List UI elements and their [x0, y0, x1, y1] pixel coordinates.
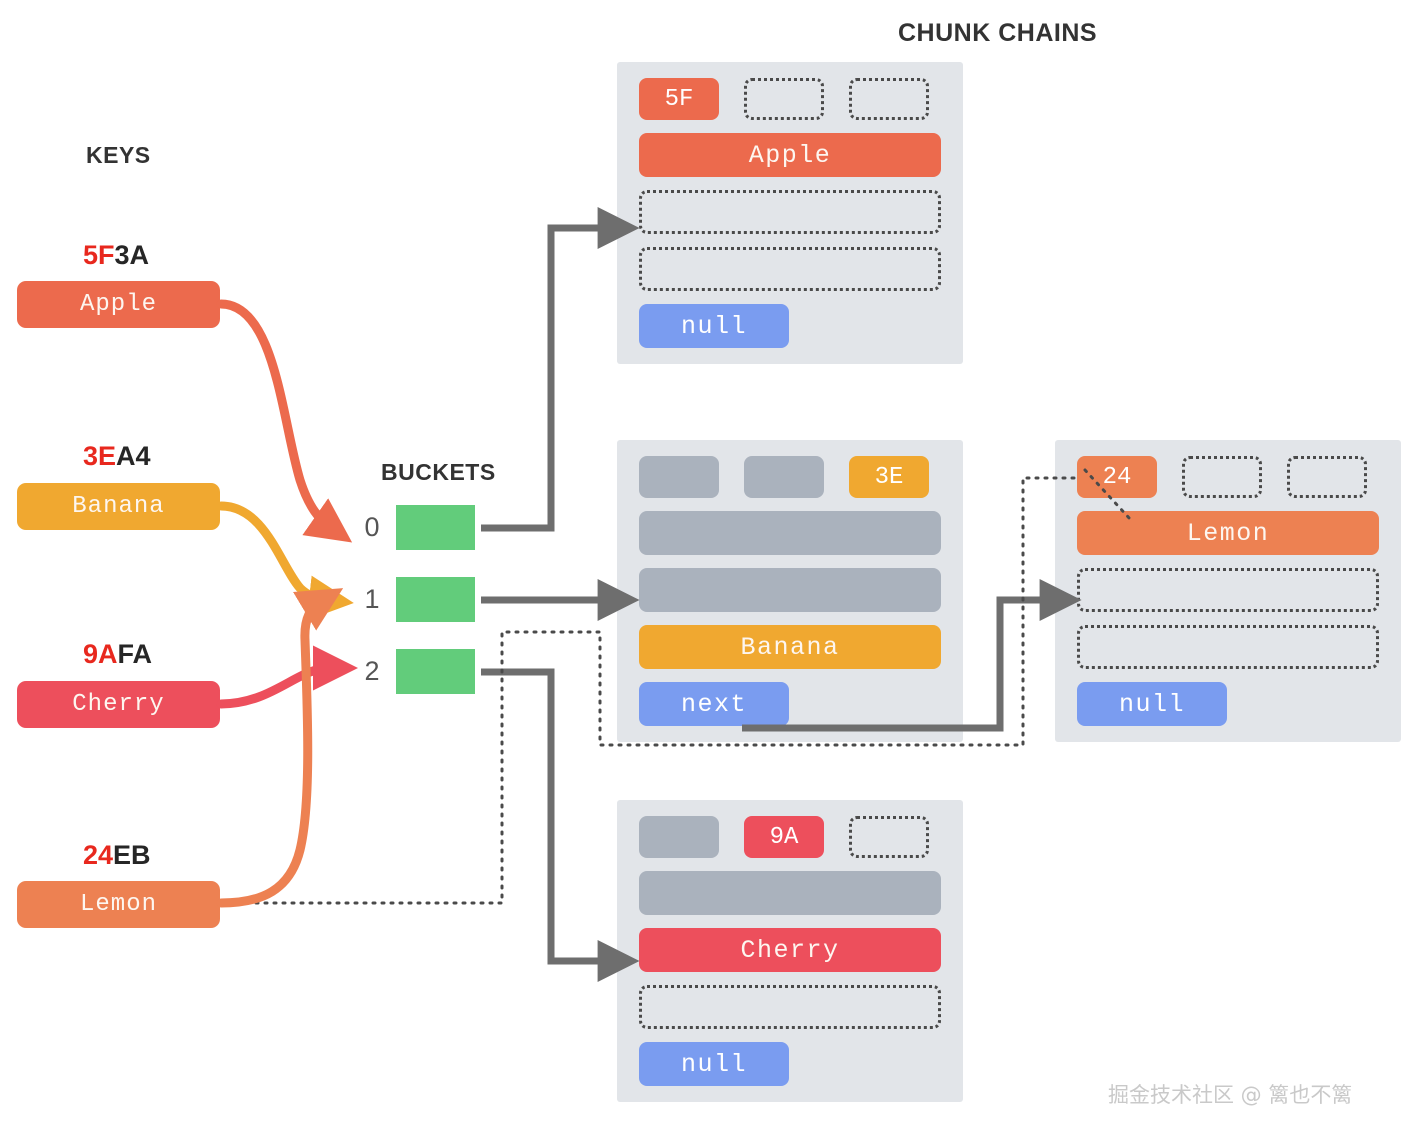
chunk-slot-2[interactable] — [639, 247, 941, 291]
hex-prefix: 3E — [83, 441, 117, 471]
key-pill-apple[interactable]: Apple — [17, 281, 220, 328]
key-hex-label-cherry: 9AFA — [83, 639, 152, 670]
chunk-tag-1[interactable] — [1182, 456, 1262, 498]
chunk-tag-1[interactable]: 9A — [744, 816, 824, 858]
bucket-cell-2[interactable] — [396, 649, 475, 694]
bucket-index-0: 0 — [364, 512, 380, 542]
chunk-tag-row: 3E — [639, 456, 941, 498]
hex-rest: 3A — [114, 240, 150, 270]
chunk-chains-title: CHUNK CHAINS — [898, 19, 1098, 47]
key-pill-label: Cherry — [72, 691, 165, 718]
chunk-slot-2[interactable]: Banana — [639, 625, 941, 669]
chunk-slot-1[interactable]: Cherry — [639, 928, 941, 972]
bucket-row-1[interactable]: 1 — [360, 577, 475, 622]
chunk-slot-0[interactable] — [639, 511, 941, 555]
chunk-next-pointer[interactable]: null — [639, 1042, 789, 1086]
chunk-tag-row: 5F — [639, 78, 941, 120]
key-pill-label: Apple — [79, 291, 157, 318]
chunk-tag-2[interactable] — [849, 78, 929, 120]
chunk-cherry[interactable]: 9A Cherry null — [617, 800, 963, 1102]
bucket-index-2: 2 — [364, 656, 380, 686]
chunk-next-pointer[interactable]: next — [639, 682, 789, 726]
key-pill-label: Lemon — [79, 891, 157, 918]
chunk-tag-0[interactable]: 24 — [1077, 456, 1157, 498]
key-pill-label: Banana — [72, 493, 165, 520]
chunk-next-pointer[interactable]: null — [639, 304, 789, 348]
key-hex-label-banana: 3EA4 — [83, 441, 151, 472]
watermark: 掘金技术社区 @ 篱也不篱 — [1108, 1083, 1353, 1107]
bucket-index-1: 1 — [364, 584, 380, 614]
link-bucket0-to-chunk-apple — [481, 207, 640, 532]
keys-title: KEYS — [86, 142, 151, 168]
hex-rest: FA — [117, 639, 153, 669]
chunk-slot-1[interactable] — [639, 190, 941, 234]
chunk-tag-2[interactable] — [849, 816, 929, 858]
hex-rest: A4 — [116, 441, 151, 471]
key-hex-label-lemon: 24EB — [83, 840, 151, 871]
chunk-tag-2[interactable] — [1287, 456, 1367, 498]
hex-rest: EB — [113, 840, 151, 870]
chunk-next-pointer[interactable]: null — [1077, 682, 1227, 726]
hex-prefix: 24 — [83, 840, 114, 870]
chunk-slot-2[interactable] — [1077, 625, 1379, 669]
chunk-banana[interactable]: 3E Banana next — [617, 440, 963, 742]
arrow-apple-to-bucket0 — [216, 299, 353, 543]
hex-prefix: 5F — [83, 240, 115, 270]
chunk-lemon[interactable]: 24 Lemon null — [1055, 440, 1401, 742]
chunk-tag-0[interactable] — [639, 816, 719, 858]
arrow-cherry-to-bucket2 — [216, 645, 358, 709]
bucket-row-2[interactable]: 2 — [360, 649, 475, 694]
link-bucket2-to-chunk-cherry — [481, 668, 640, 982]
chunk-tag-2[interactable]: 3E — [849, 456, 929, 498]
chunk-tag-1[interactable] — [744, 456, 824, 498]
chunk-tag-row: 9A — [639, 816, 941, 858]
bucket-cell-1[interactable] — [396, 577, 475, 622]
buckets-title: BUCKETS — [381, 459, 496, 485]
arrow-banana-to-bucket1 — [216, 501, 354, 621]
chunk-tag-1[interactable] — [744, 78, 824, 120]
key-pill-lemon[interactable]: Lemon — [17, 881, 220, 928]
chunk-tag-0[interactable]: 5F — [639, 78, 719, 120]
key-pill-cherry[interactable]: Cherry — [17, 681, 220, 728]
chunk-slot-0[interactable]: Lemon — [1077, 511, 1379, 555]
key-hex-label-apple: 5F3A — [83, 240, 149, 271]
arrow-lemon-to-bucket1 — [216, 588, 344, 908]
chunk-slot-1[interactable] — [1077, 568, 1379, 612]
key-pill-banana[interactable]: Banana — [17, 483, 220, 530]
chunk-slot-0[interactable] — [639, 871, 941, 915]
chunk-apple[interactable]: 5F Apple null — [617, 62, 963, 364]
chunk-slot-1[interactable] — [639, 568, 941, 612]
hex-prefix: 9A — [83, 639, 118, 669]
chunk-slot-2[interactable] — [639, 985, 941, 1029]
bucket-cell-0[interactable] — [396, 505, 475, 550]
chunk-tag-0[interactable] — [639, 456, 719, 498]
chunk-slot-0[interactable]: Apple — [639, 133, 941, 177]
bucket-row-0[interactable]: 0 — [360, 505, 475, 550]
chunk-tag-row: 24 — [1077, 456, 1379, 498]
